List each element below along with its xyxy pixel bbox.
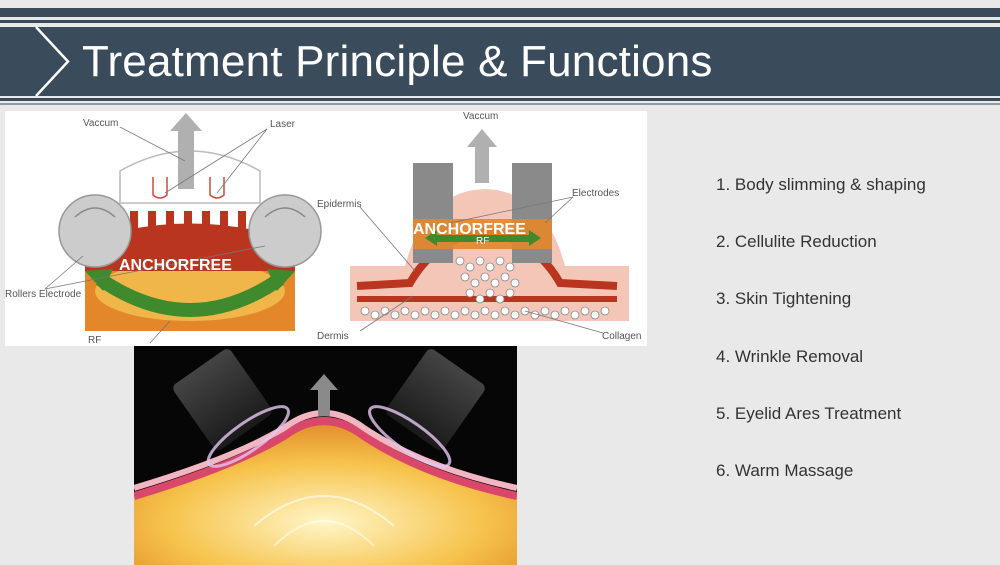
rollers-electrode-label: Rollers Electrode	[5, 289, 82, 300]
electrode-diagram: Vaccum Electrodes Epidermis Dermis Colla…	[317, 111, 641, 342]
header-divider	[0, 98, 1000, 101]
vacuum-arrow-icon	[310, 374, 338, 416]
header-top-stripe	[0, 8, 1000, 17]
epidermis-label: Epidermis	[317, 199, 361, 210]
laser-label: Laser	[270, 119, 296, 130]
chevron-right-icon	[35, 27, 70, 96]
functions-list: 1. Body slimming & shaping 2. Cellulite …	[716, 175, 996, 518]
list-item: 1. Body slimming & shaping	[716, 175, 926, 194]
treatment-diagram: Vaccum Laser Rollers Electrode RF ANCHOR…	[5, 111, 647, 346]
treatment-illustration	[134, 346, 517, 565]
header-thin-stripe	[0, 20, 1000, 23]
title-banner: Treatment Principle & Functions	[0, 27, 1000, 96]
header-divider-light	[0, 103, 1000, 105]
list-item: 4. Wrinkle Removal	[716, 346, 864, 366]
list-item: 5. Eyelid Ares Treatment	[716, 403, 902, 423]
roller-diagram: Vaccum Laser Rollers Electrode RF ANCHOR…	[5, 113, 322, 346]
collagen-cells	[360, 256, 610, 320]
brand-text: ANCHORFREE	[119, 257, 232, 274]
list-item: 6. Warm Massage	[716, 460, 854, 480]
brand-text-right: ANCHORFREE	[413, 221, 526, 238]
list-item: 2. Cellulite Reduction	[716, 232, 877, 252]
rf-label: RF	[88, 335, 101, 346]
vacuum-label-right: Vaccum	[463, 111, 498, 122]
collagen-label: Collagen	[602, 331, 641, 342]
list-item: 3. Skin Tightening	[716, 289, 852, 309]
page-title: Treatment Principle & Functions	[82, 37, 713, 86]
vacuum-label: Vaccum	[83, 118, 118, 129]
dermis-label: Dermis	[317, 331, 349, 342]
rf-label-right: RF	[476, 236, 489, 247]
electrodes-label: Electrodes	[572, 188, 619, 199]
